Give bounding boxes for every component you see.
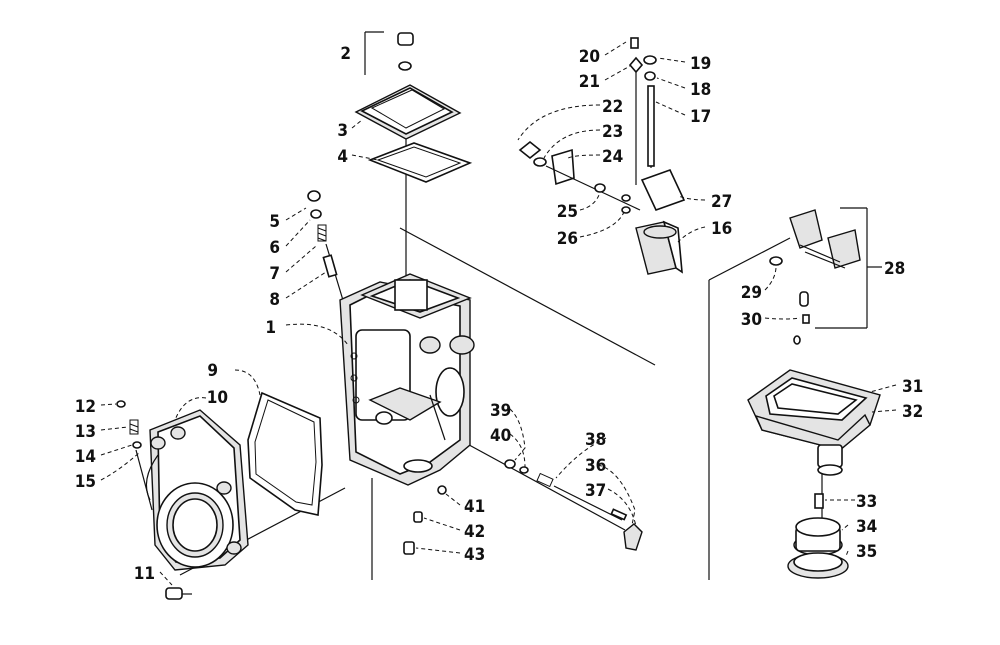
carburetor-body (339, 273, 475, 486)
air-screw-group (403, 459, 643, 555)
idle-screw-group (116, 400, 153, 511)
callout-12: 12 (75, 397, 96, 417)
leader-lines (100, 41, 897, 586)
callout-32: 32 (902, 402, 923, 422)
callout-29: 29 (741, 283, 762, 303)
pilot-screw-group (307, 190, 353, 331)
gasket (247, 391, 323, 516)
callout-15: 15 (75, 472, 96, 492)
assembly-axis-lines (179, 31, 882, 580)
callout-labels: 1 2 3 4 5 6 7 8 9 10 11 12 13 14 15 16 1… (75, 44, 924, 584)
callout-13: 13 (75, 422, 96, 442)
callout-37: 37 (585, 481, 606, 501)
callout-16: 16 (711, 219, 732, 239)
callout-21: 21 (579, 72, 600, 92)
intake-housing (145, 409, 249, 600)
throttle-slide-group (518, 37, 686, 275)
callout-2: 2 (340, 44, 351, 64)
callout-5: 5 (269, 212, 280, 232)
callout-35: 35 (856, 542, 877, 562)
callout-42: 42 (464, 522, 485, 542)
callout-31: 31 (902, 377, 923, 397)
callout-19: 19 (690, 54, 711, 74)
float-bowl-group (747, 209, 881, 579)
callout-1: 1 (265, 318, 276, 338)
callout-22: 22 (602, 97, 623, 117)
callout-43: 43 (464, 545, 485, 565)
callout-36: 36 (585, 456, 606, 476)
callout-30: 30 (741, 310, 762, 330)
callout-34: 34 (856, 517, 877, 537)
callout-24: 24 (602, 147, 623, 167)
callout-39: 39 (490, 401, 511, 421)
callout-28: 28 (884, 259, 905, 279)
top-cover-group (354, 32, 473, 183)
callout-6: 6 (269, 238, 280, 258)
callout-40: 40 (490, 426, 511, 446)
callout-7: 7 (269, 264, 280, 284)
callout-9: 9 (207, 361, 218, 381)
callout-14: 14 (75, 447, 96, 467)
callout-25: 25 (557, 202, 578, 222)
callout-3: 3 (337, 121, 348, 141)
callout-38: 38 (585, 430, 606, 450)
callout-33: 33 (856, 492, 877, 512)
callout-41: 41 (464, 497, 485, 517)
callout-17: 17 (690, 107, 711, 127)
callout-10: 10 (207, 388, 228, 408)
callout-8: 8 (269, 290, 280, 310)
callout-20: 20 (579, 47, 600, 67)
callout-11: 11 (134, 564, 155, 584)
callout-27: 27 (711, 192, 732, 212)
callout-26: 26 (557, 229, 578, 249)
callout-4: 4 (337, 147, 348, 167)
callout-23: 23 (602, 122, 623, 142)
callout-18: 18 (690, 80, 711, 100)
